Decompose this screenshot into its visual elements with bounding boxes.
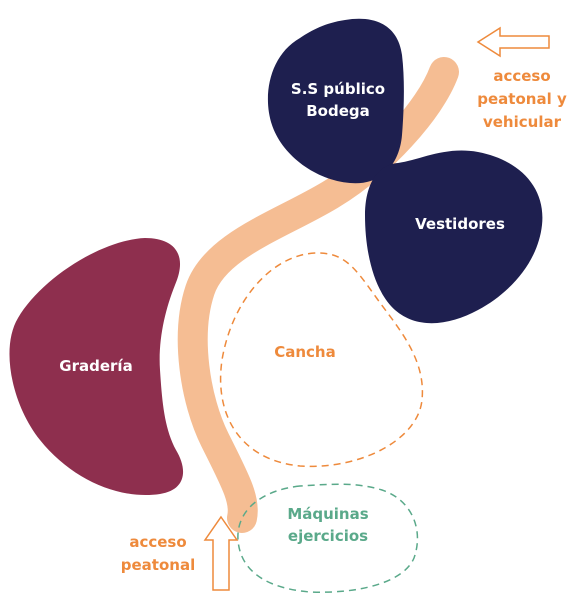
vehicular-access-label-line1: acceso	[493, 67, 550, 85]
graderia-label: Gradería	[59, 357, 132, 375]
maquinas-label-line2: ejercicios	[288, 527, 368, 545]
vehicular-access-label-line3: vehicular	[483, 113, 562, 131]
pedestrian-access-arrow-icon	[203, 515, 239, 591]
maquinas-label-line1: Máquinas	[287, 505, 368, 523]
ss-bodega-label-line1: S.S público	[291, 80, 385, 98]
graderia-zone	[9, 238, 184, 496]
ss-bodega-zone	[267, 18, 404, 184]
maquinas-area	[237, 483, 419, 593]
cancha-area	[219, 252, 424, 468]
vestidores-zone	[365, 150, 543, 324]
vehicular-access-label-line2: peatonal y	[477, 90, 567, 108]
cancha-label: Cancha	[274, 343, 336, 361]
vehicular-access-arrow-icon	[476, 26, 550, 58]
vestidores-label: Vestidores	[415, 215, 505, 233]
pedestrian-access-label-line2: peatonal	[121, 556, 195, 574]
pedestrian-access-label-line1: acceso	[129, 533, 186, 551]
ss-bodega-label-line2: Bodega	[306, 102, 370, 120]
